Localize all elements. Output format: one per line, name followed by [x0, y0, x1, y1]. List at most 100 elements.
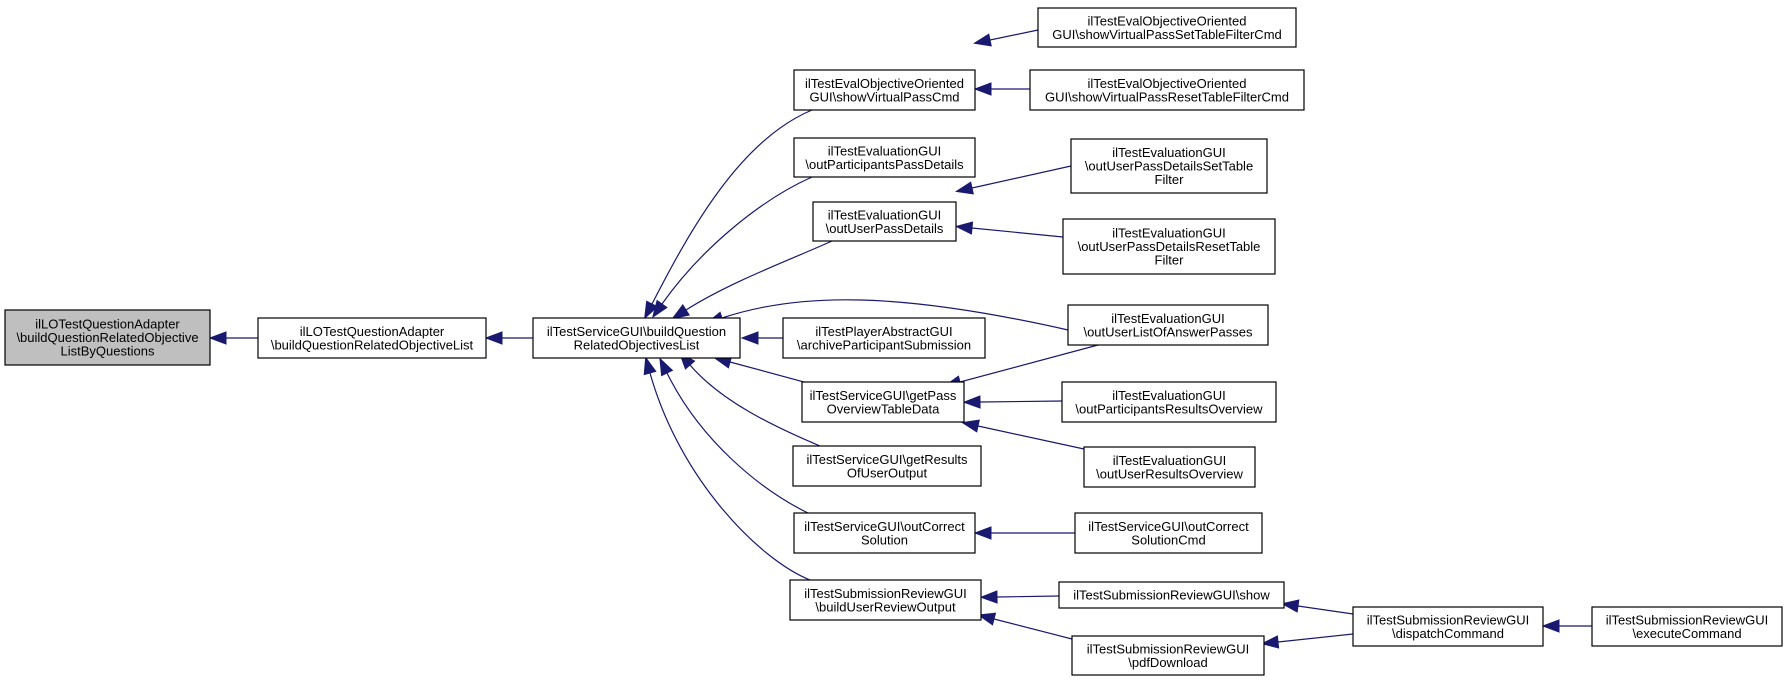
node-label-line: \archiveParticipantSubmission: [797, 337, 971, 352]
node-box[interactable]: [1058, 581, 1285, 609]
edge-n10-n2: [643, 356, 811, 581]
node-n21[interactable]: ilTestSubmissionReviewGUI\dispatchComman…: [1352, 606, 1544, 647]
node-box[interactable]: [1029, 69, 1305, 111]
edges-layer: [208, 29, 1592, 649]
edge-n17-n7: [960, 419, 1085, 450]
node-n12[interactable]: ilTestEvalObjectiveOrientedGUI\showVirtu…: [1029, 69, 1305, 111]
edge-n9-n2: [659, 357, 811, 515]
node-label-line: Filter: [1155, 172, 1185, 187]
node-label-line: ilTestEvaluationGUI: [1112, 145, 1225, 160]
edge-n22-n21: [1541, 619, 1592, 633]
node-n6[interactable]: ilTestPlayerAbstractGUI\archiveParticipa…: [782, 317, 986, 359]
node-n19[interactable]: ilTestSubmissionReviewGUI\show: [1058, 581, 1285, 609]
node-box[interactable]: [1074, 512, 1263, 554]
node-n10[interactable]: ilTestSubmissionReviewGUI\buildUserRevie…: [789, 579, 982, 621]
arrowhead: [954, 221, 974, 235]
edge-line: [661, 176, 813, 305]
node-box[interactable]: [1062, 218, 1276, 275]
node-n22[interactable]: ilTestSubmissionReviewGUI\executeCommand: [1591, 606, 1783, 647]
node-label-line: \buildUserReviewOutput: [815, 599, 956, 614]
edge-line: [689, 364, 821, 447]
node-box[interactable]: [793, 512, 976, 554]
edge-n21-n19: [1280, 599, 1354, 615]
arrowhead: [977, 612, 997, 626]
edge-n11-n3: [972, 29, 1039, 47]
node-n20[interactable]: ilTestSubmissionReviewGUI\pdfDownload: [1071, 635, 1265, 676]
edge-line: [685, 240, 833, 311]
node-n4[interactable]: ilTestEvaluationGUI\outParticipantsPassD…: [793, 137, 976, 178]
arrowhead: [484, 331, 503, 345]
node-label-line: \outParticipantsPassDetails: [805, 157, 964, 172]
arrowhead: [651, 299, 668, 319]
node-box[interactable]: [4, 309, 211, 366]
node-box[interactable]: [812, 201, 957, 242]
edge-line: [989, 29, 1039, 41]
edge-n5-n2: [671, 240, 833, 320]
node-box[interactable]: [1070, 138, 1268, 194]
node-label-line: \outParticipantsResultsOverview: [1075, 401, 1263, 416]
node-label-line: GUI\showVirtualPassResetTableFilterCmd: [1045, 89, 1289, 104]
node-label-line: Solution: [861, 532, 908, 547]
edge-n14-n5: [954, 221, 1064, 238]
node-box[interactable]: [1352, 606, 1544, 647]
node-box[interactable]: [1037, 7, 1297, 48]
node-box[interactable]: [1061, 381, 1277, 423]
arrowhead: [644, 300, 659, 320]
node-label-line: GUI\showVirtualPassCmd: [809, 89, 959, 104]
node-box[interactable]: [782, 317, 986, 359]
arrowhead: [973, 526, 992, 540]
arrowhead: [1541, 619, 1560, 633]
node-box[interactable]: [793, 137, 976, 178]
node-label-line: \outUserPassDetailsResetTable: [1078, 239, 1261, 254]
node-n7[interactable]: ilTestServiceGUI\getPassOverviewTableDat…: [801, 381, 965, 423]
arrowhead: [960, 419, 980, 433]
node-box[interactable]: [792, 445, 982, 487]
node-n16[interactable]: ilTestEvaluationGUI\outParticipantsResul…: [1061, 381, 1277, 423]
node-box[interactable]: [1083, 446, 1256, 488]
edge-n13-n5: [954, 165, 1072, 195]
node-label-line: OfUserOutput: [847, 465, 928, 480]
edge-n2-n1: [484, 331, 533, 345]
node-label-line: ilLOTestQuestionAdapter: [300, 324, 445, 339]
node-box[interactable]: [793, 69, 976, 111]
node-label-line: SolutionCmd: [1131, 532, 1205, 547]
node-n3[interactable]: ilTestEvalObjectiveOrientedGUI\showVirtu…: [793, 69, 976, 111]
arrowhead: [208, 331, 227, 345]
node-box[interactable]: [1067, 304, 1269, 346]
node-n14[interactable]: ilTestEvaluationGUI\outUserPassDetailsRe…: [1062, 218, 1276, 275]
arrowhead: [659, 357, 674, 377]
node-label-line: \executeCommand: [1632, 626, 1741, 641]
node-n0[interactable]: ilLOTestQuestionAdapter\buildQuestionRel…: [4, 309, 211, 366]
node-label-line: ilTestEvalObjectiveOriented: [1088, 76, 1247, 91]
nodes-layer: ilLOTestQuestionAdapter\buildQuestionRel…: [4, 7, 1783, 676]
node-box[interactable]: [257, 317, 487, 359]
node-label-line: \buildQuestionRelatedObjectiveList: [271, 337, 474, 352]
edge-line: [666, 372, 811, 515]
arrowhead: [954, 181, 974, 195]
node-n15[interactable]: ilTestEvaluationGUI\outUserListOfAnswerP…: [1067, 304, 1269, 346]
node-label-line: ilTestEvalObjectiveOriented: [805, 76, 964, 91]
node-n11[interactable]: ilTestEvalObjectiveOrientedGUI\showVirtu…: [1037, 7, 1297, 48]
arrowhead: [1260, 635, 1280, 649]
edge-n4-n2: [651, 176, 813, 319]
node-label-line: ilTestEvaluationGUI: [1112, 388, 1225, 403]
node-box[interactable]: [1591, 606, 1783, 647]
node-label-line: RelatedObjectivesList: [574, 337, 700, 352]
node-n17[interactable]: ilTestEvaluationGUI\outUserResultsOvervi…: [1083, 446, 1256, 488]
node-label-line: ilTestServiceGUI\outCorrect: [1088, 519, 1249, 534]
node-n13[interactable]: ilTestEvaluationGUI\outUserPassDetailsSe…: [1070, 138, 1268, 194]
node-box[interactable]: [801, 381, 965, 423]
node-n2[interactable]: ilTestServiceGUI\buildQuestionRelatedObj…: [532, 317, 741, 359]
node-n1[interactable]: ilLOTestQuestionAdapter\buildQuestionRel…: [257, 317, 487, 359]
node-label-line: ilTestSubmissionReviewGUI: [1087, 641, 1250, 656]
node-label-line: ilTestServiceGUI\getPass: [810, 388, 957, 403]
node-box[interactable]: [789, 579, 982, 621]
node-n5[interactable]: ilTestEvaluationGUI\outUserPassDetails: [812, 201, 957, 242]
node-label-line: ilTestSubmissionReviewGUI: [804, 586, 967, 601]
node-box[interactable]: [532, 317, 741, 359]
node-box[interactable]: [1071, 635, 1265, 676]
node-label-line: \outUserPassDetailsSetTable: [1085, 159, 1253, 174]
